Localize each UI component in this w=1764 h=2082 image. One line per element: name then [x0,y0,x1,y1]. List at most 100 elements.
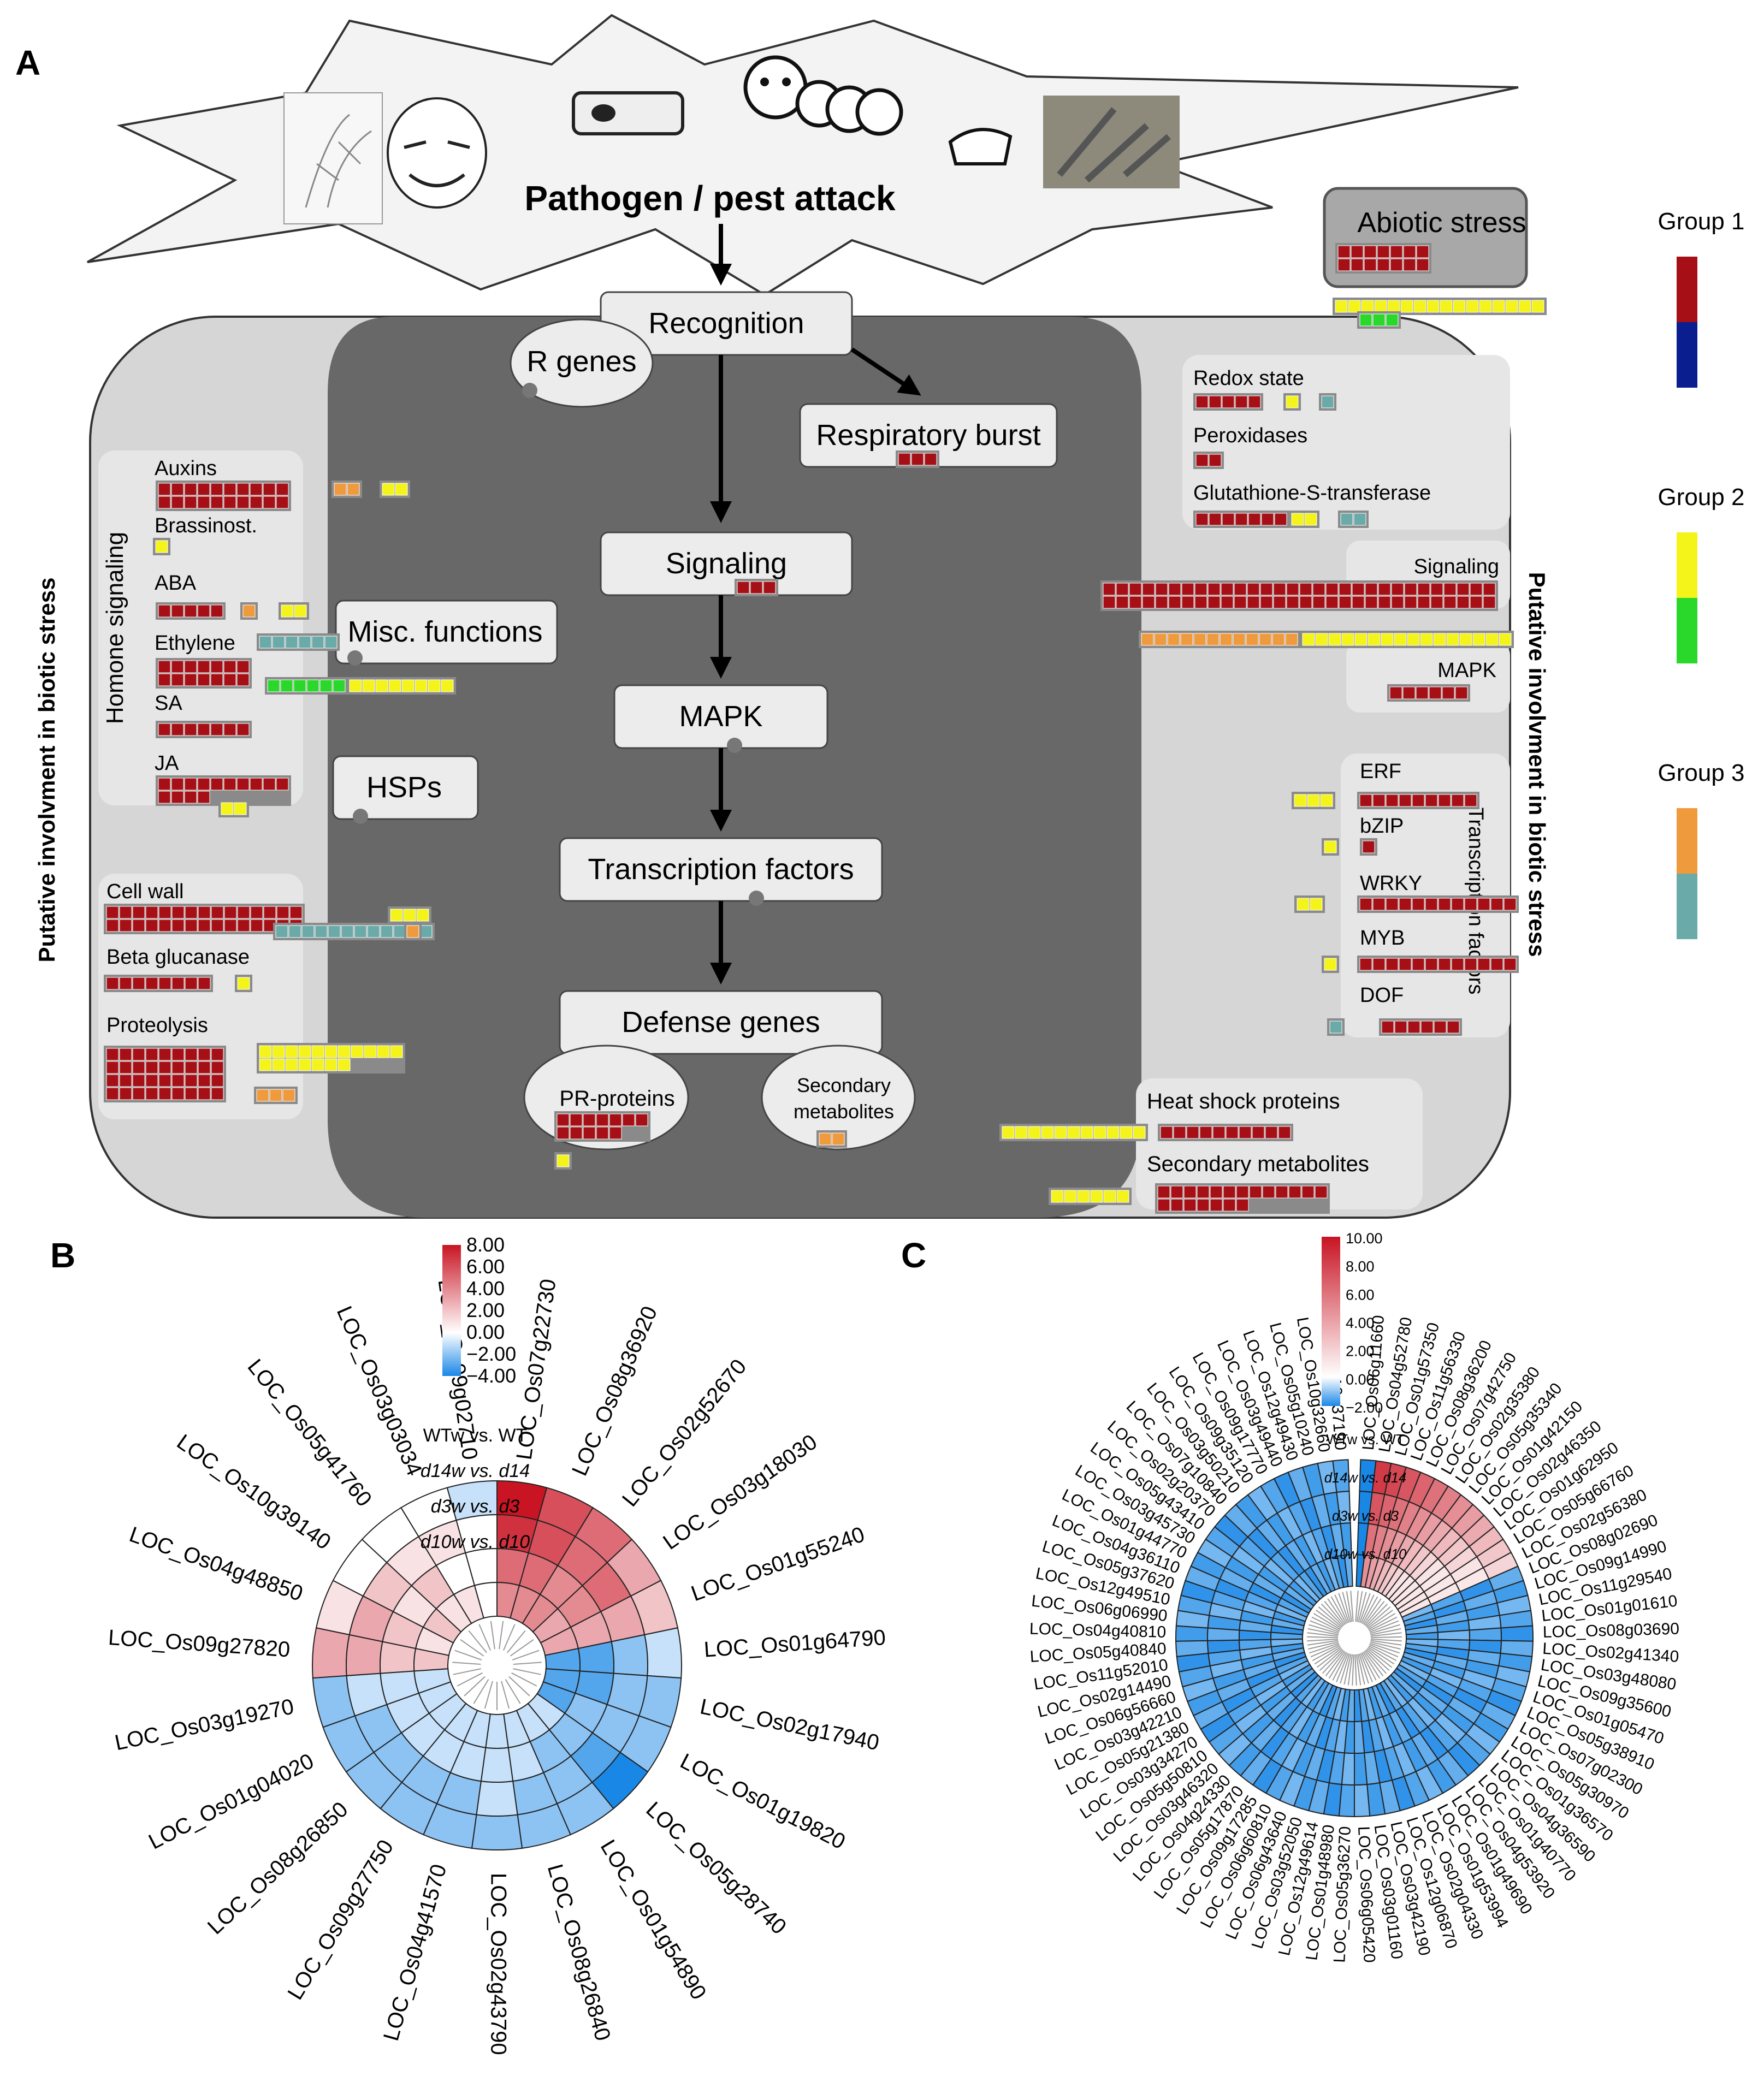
label-ja: JA [155,752,179,775]
bzip-yellow-squares [1322,838,1339,856]
heatmap-b-gene-label: LOC_Os08g36920 [567,1303,662,1479]
legend-swatch-3-1 [1677,808,1697,874]
secondary-metabolites-node: Secondary metabolites [761,1045,916,1150]
hormone-signaling-panel [98,450,303,805]
heat-shock-panel [1136,1078,1423,1209]
gst-teal-squares [1338,511,1369,528]
heatmap-c-cell [1354,1783,1371,1818]
heatmap-b-scale-tick: 8.00 [466,1233,505,1256]
erf-yellow-squares [1292,792,1335,809]
heatmap-c-scale-tick: 6.00 [1346,1286,1375,1303]
heatmap-c-scale-tick: 2.00 [1346,1343,1375,1360]
panel-b-label: B [50,1236,76,1275]
legend-label-3: Group 3 [1658,760,1745,786]
redox-squares [1193,393,1263,411]
right-secondary-squares [1155,1183,1330,1214]
heatmap-c-scale-tick: 0.00 [1346,1371,1375,1387]
label-right-signaling: Signaling [1414,555,1499,578]
ethylene-green-squares [265,677,348,695]
recognition-node: Recognition [600,291,853,356]
legend-swatch-1-1 [1677,257,1697,322]
heatmap-c-ring-label: d3w vs. d3 [1332,1509,1399,1524]
abiotic-green-squares [1357,311,1401,329]
heatmap-b-scale-tick: 4.00 [466,1277,505,1300]
svg-text:Respiratory burst: Respiratory burst [816,419,1040,452]
label-bzip: bZIP [1360,815,1404,838]
heatmap-c-ring-label: WTw vs. WT [1326,1432,1404,1448]
right-signaling-orange-squares [1139,631,1300,648]
svg-text:PR-proteins: PR-proteins [559,1087,674,1111]
heatmap-b-gene-label: LOC_Os04g41570 [379,1861,451,2043]
panel-c-label: C [901,1236,927,1275]
svg-text:R genes: R genes [526,345,636,378]
label-myb: MYB [1360,927,1405,950]
label-beta-glucanase: Beta glucanase [106,946,250,969]
svg-text:Defense genes: Defense genes [621,1006,820,1039]
signaling-node: Signaling [600,531,853,596]
pr-proteins-squares [554,1111,650,1142]
label-heat-shock: Heat shock proteins [1147,1089,1340,1113]
label-brassinost: Brassinost. [155,514,257,537]
label-auxins: Auxins [155,457,217,480]
dof-squares [1379,1018,1462,1036]
heatmap-c-gene-label: LOC_Os08g03690 [1542,1620,1679,1641]
label-sa: SA [155,692,182,715]
right-mapk-squares [1387,684,1470,702]
bzip-squares [1360,838,1377,856]
heatmap-c-gene-label: LOC_Os04g40810 [1029,1620,1167,1641]
label-aba: ABA [155,572,197,595]
heatmap-b-gene-label: LOC_Os02g43790 [486,1873,510,2055]
svg-text:HSPs: HSPs [366,771,442,804]
left-side-label: Putative involvment in biotic stress [34,578,60,963]
heatmap-c-scale-tick: 8.00 [1346,1259,1375,1275]
gst-yellow-squares [1289,511,1319,528]
label-erf: ERF [1360,760,1401,783]
svg-text:Misc. functions: Misc. functions [347,615,542,648]
auxins-squares [156,481,291,511]
heatmap-b-cell [611,1634,648,1676]
heatmap-b-scale-tick: 6.00 [466,1255,505,1278]
heatmap-c-cell [1354,1752,1368,1786]
recognition-to-burst-arrow [850,347,921,396]
signaling-center-squares [735,579,778,596]
ethylene-teal-squares [257,633,340,651]
myb-yellow-squares [1322,956,1339,973]
auxins-yellow-squares [380,481,410,498]
heatmap-c-cell [1343,1554,1353,1587]
heatmap-b-cell [473,1581,498,1619]
aba-squares [156,602,226,620]
heatmap-b-scale-tick: 2.00 [466,1299,505,1321]
erf-squares [1357,792,1479,809]
misc-functions-node: Misc. functions [335,600,558,666]
svg-text:Secondary: Secondary [797,1074,891,1096]
heatmap-b-ring-label: d3w vs. d3 [431,1496,520,1517]
beta-glucanase-squares [104,975,213,992]
svg-text:Transcription factors: Transcription factors [588,853,854,886]
heat-shock-squares [1158,1124,1293,1141]
cell-wall-yellow-squares [388,906,431,924]
transcription-factors-node: Transcription factors [559,837,883,906]
heat-shock-yellow-squares [999,1124,1148,1141]
attack-burst [87,14,1519,296]
heatmap-c-cell [1500,1625,1534,1642]
aba-yellow-squares [279,602,309,620]
peroxidase-squares [1193,452,1224,469]
label-cell-wall: Cell wall [106,880,183,903]
label-wrky: WRKY [1360,872,1422,895]
abiotic-yellow-squares [1333,298,1547,315]
heatmap-c-ring-label: d10w vs. d10 [1324,1547,1406,1562]
heatmap-b-scale-tick: −2.00 [466,1343,516,1365]
label-redox: Redox state [1193,367,1304,390]
ethylene-squares [156,658,252,689]
proteolysis-squares [104,1046,226,1102]
attack-illustrations [283,55,1180,224]
svg-text:metabolites: metabolites [794,1100,894,1123]
legend-label-2: Group 2 [1658,484,1745,511]
heatmap-c-scale-tick: −2.00 [1346,1399,1383,1416]
heatmap-c-scale-tick: 4.00 [1346,1315,1375,1331]
right-signaling-squares [1100,580,1498,611]
label-gst: Glutathione-S-transferase [1193,482,1431,505]
mapk-node: MAPK [613,684,828,753]
cell-wall-orange-squares [404,923,422,940]
